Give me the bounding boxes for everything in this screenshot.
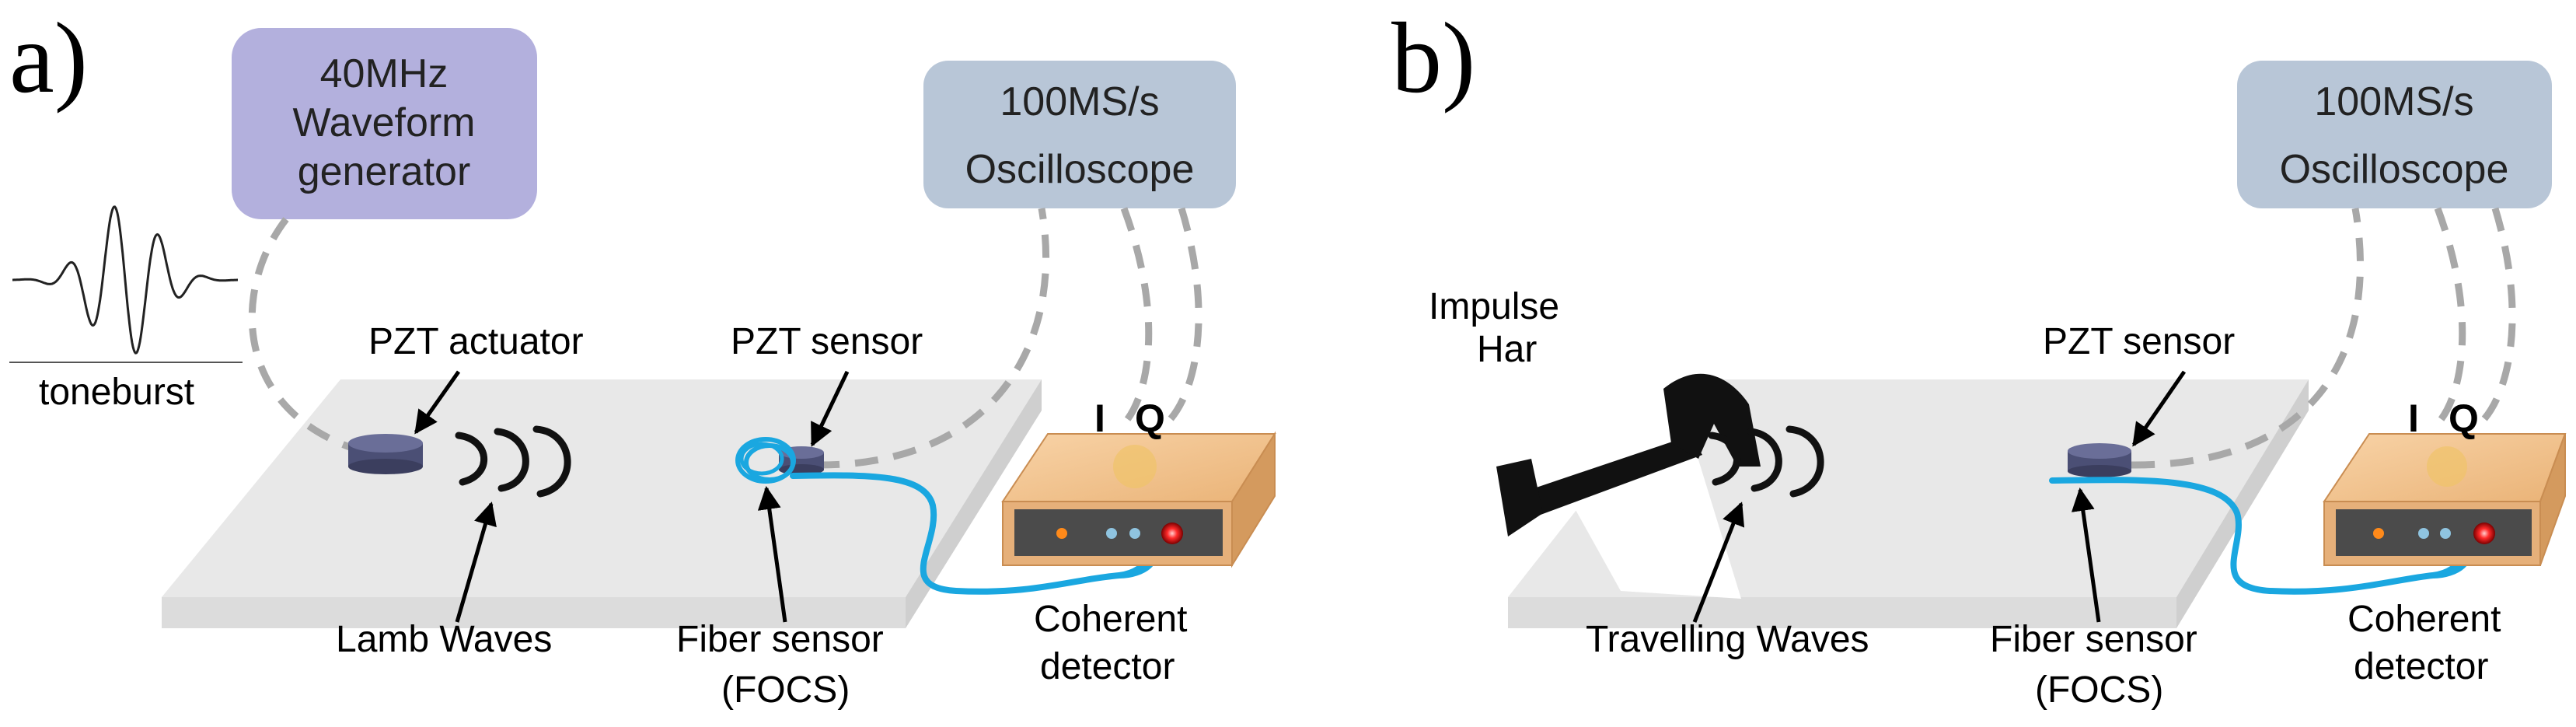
cable-generator-actuator <box>248 217 351 451</box>
panel-a-letter: a) <box>9 2 88 114</box>
q-label-b: Q <box>2449 397 2479 440</box>
oscilloscope-a-line2: Oscilloscope <box>965 147 1195 192</box>
cable-detector-q <box>1167 207 1202 422</box>
fiber-sensor-a-line1: Fiber sensor <box>676 619 884 660</box>
fiber-sensor-a-line2: (FOCS) <box>721 669 850 711</box>
impulse-hammer <box>1491 346 1761 599</box>
detector-a-line1: Coherent <box>1034 599 1187 640</box>
cable-detector-q-b <box>2480 207 2516 422</box>
fiber-sensor-b-arrow <box>2071 488 2101 623</box>
oscilloscope-a-line1: 100MS/s <box>1000 79 1159 124</box>
travelling-waves-label: Travelling Waves <box>1586 619 1869 660</box>
panel-b-letter: b) <box>1391 2 1475 114</box>
cable-pzt-oscilloscope <box>815 208 1050 469</box>
fiber-sensor-b-line2: (FOCS) <box>2035 669 2163 711</box>
lamb-waves <box>455 425 571 498</box>
pzt-sensor-b <box>2068 443 2131 477</box>
oscilloscope-b: 100MS/s Oscilloscope <box>2237 61 2552 208</box>
generator-line3: generator <box>298 149 471 194</box>
waveform-generator: 40MHz Waveform generator <box>232 28 537 219</box>
lamb-waves-arrow <box>455 502 497 623</box>
cable-detector-i-b <box>2434 207 2466 422</box>
toneburst-signal: toneburst <box>9 205 243 413</box>
travelling-waves <box>1708 425 1824 498</box>
pzt-sensor-b-label: PZT sensor <box>2043 321 2235 362</box>
oscilloscope-b-line2: Oscilloscope <box>2280 147 2509 192</box>
generator-line1: 40MHz <box>320 51 449 96</box>
fiber-sensor-a-arrow <box>757 486 787 623</box>
fiber-sensor-b-line1: Fiber sensor <box>1990 619 2197 660</box>
pzt-sensor-b-arrow <box>2131 370 2187 447</box>
pzt-actuator-label: PZT actuator <box>368 321 584 362</box>
q-label-a: Q <box>1135 397 1165 440</box>
lamb-waves-label: Lamb Waves <box>336 619 552 660</box>
panel-b: b) Impulse Har Travelling Waves 100MS/s <box>1391 2 2567 711</box>
pzt-sensor-a-label: PZT sensor <box>731 321 923 362</box>
panel-a: a) toneburst 40MHz Waveform generator 10… <box>9 2 1276 711</box>
toneburst-label: toneburst <box>39 372 194 413</box>
hammer-label-line2: Har <box>1477 329 1537 370</box>
cable-detector-i <box>1120 207 1153 422</box>
pzt-sensor-a-arrow <box>810 370 850 447</box>
travelling-waves-arrow <box>1692 502 1745 623</box>
fiber-coil-a <box>735 437 796 484</box>
i-label-b: I <box>2408 397 2419 440</box>
coherent-detector-b <box>2323 433 2567 566</box>
detector-b-line2: detector <box>2354 646 2488 687</box>
pzt-actuator-a <box>348 434 423 474</box>
generator-line2: Waveform <box>293 100 476 145</box>
oscilloscope-b-line1: 100MS/s <box>2314 79 2473 124</box>
oscilloscope-a: 100MS/s Oscilloscope <box>923 61 1236 208</box>
pzt-actuator-arrow <box>414 370 461 435</box>
coherent-detector-a <box>1001 431 1276 568</box>
i-label-a: I <box>1094 397 1105 440</box>
cable-pzt-oscilloscope-b <box>2131 208 2364 469</box>
detector-a-line2: detector <box>1040 646 1175 687</box>
detector-b-line1: Coherent <box>2347 599 2501 640</box>
hammer-label-line1: Impulse <box>1429 286 1559 327</box>
